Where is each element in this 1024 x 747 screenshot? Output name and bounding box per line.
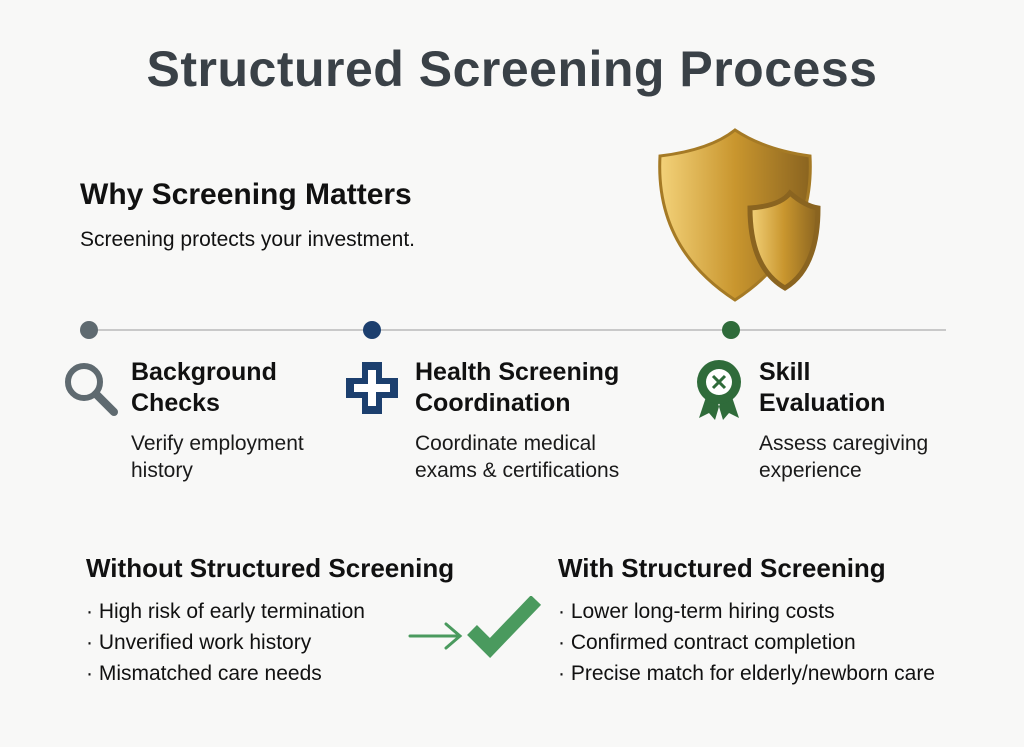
with-section: With Structured Screening Lower long-ter… xyxy=(558,553,935,689)
step-desc: Assess caregiving xyxy=(759,432,929,455)
list-item: Lower long-term hiring costs xyxy=(558,596,935,627)
medical-cross-icon xyxy=(346,362,398,414)
timeline-dot xyxy=(722,321,740,339)
award-badge-icon xyxy=(697,360,741,420)
step-title: Skill xyxy=(759,358,811,386)
why-text: Screening protects your investment. xyxy=(80,228,415,251)
step-desc: experience xyxy=(759,459,862,482)
page-title: Structured Screening Process xyxy=(146,41,878,97)
without-heading: Without Structured Screening xyxy=(86,553,455,583)
shield-icon xyxy=(658,128,821,302)
step-skill-evaluation: Skill Evaluation Assess caregiving exper… xyxy=(759,357,928,484)
step-desc: Coordinate medical xyxy=(415,432,596,455)
list-item: Confirmed contract completion xyxy=(558,627,935,658)
step-desc: history xyxy=(131,459,193,482)
list-item: High risk of early termination xyxy=(86,596,454,627)
step-title: Background xyxy=(131,358,277,386)
step-desc: Verify employment xyxy=(131,432,304,455)
why-heading: Why Screening Matters xyxy=(80,178,412,211)
timeline xyxy=(88,329,946,331)
step-desc: exams & certifications xyxy=(415,459,620,482)
arrow-check-icon xyxy=(408,596,542,658)
without-section: Without Structured Screening High risk o… xyxy=(86,553,454,689)
step-title: Coordination xyxy=(415,389,571,417)
step-title: Health Screening xyxy=(415,358,620,386)
step-health-screening: Health Screening Coordination Coordinate… xyxy=(415,357,619,484)
timeline-dot xyxy=(80,321,98,339)
magnifier-icon xyxy=(65,363,118,416)
with-heading: With Structured Screening xyxy=(558,553,886,583)
list-item: Mismatched care needs xyxy=(86,658,454,689)
step-title: Evaluation xyxy=(759,389,886,417)
timeline-dot xyxy=(363,321,381,339)
list-item: Unverified work history xyxy=(86,627,454,658)
list-item: Precise match for elderly/newborn care xyxy=(558,658,935,689)
step-title: Checks xyxy=(131,389,220,417)
step-background-checks: Background Checks Verify employment hist… xyxy=(131,357,304,484)
